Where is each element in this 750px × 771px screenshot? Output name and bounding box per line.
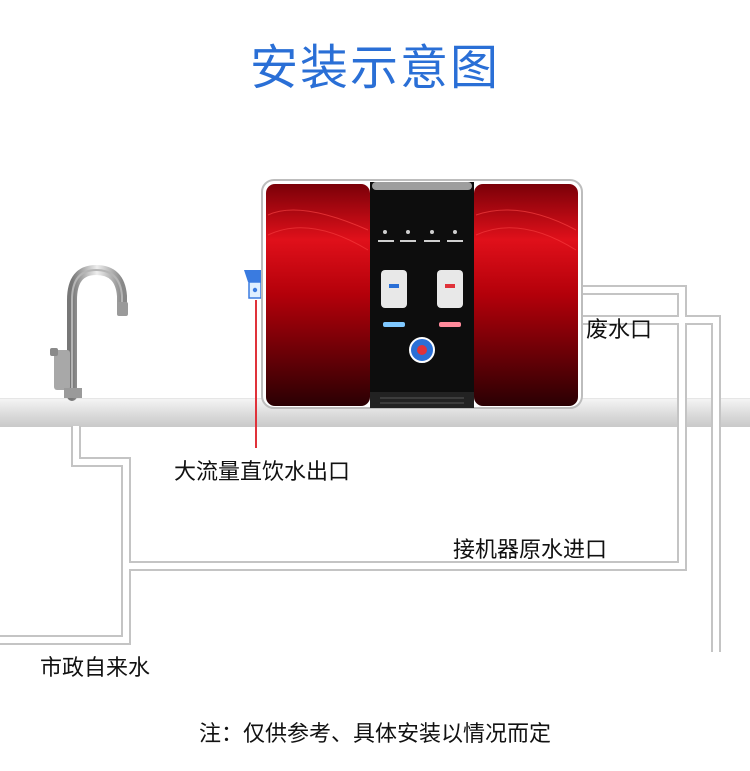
waste-pipe (582, 315, 721, 652)
footnote: 注：仅供参考、具体安装以情况而定 (198, 722, 551, 747)
pipes (0, 285, 721, 652)
waste-outlet-label: 废水口 (586, 318, 653, 343)
municipal-water-label: 市政自来水 (40, 656, 151, 681)
drinking-outlet-label: 大流量直饮水出口 (174, 460, 351, 485)
faucet-icon (50, 264, 128, 401)
tee-valve-icon (244, 270, 266, 299)
water-purifier-icon (261, 179, 583, 409)
municipal-pipe (0, 426, 131, 645)
page-title: 安装示意图 (249, 40, 500, 96)
raw-water-inlet-label: 接机器原水进口 (453, 538, 608, 563)
